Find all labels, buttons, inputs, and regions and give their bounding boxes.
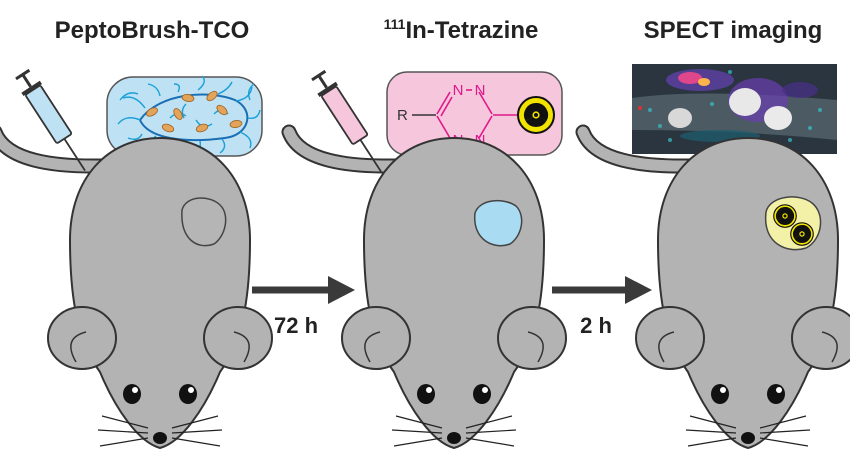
title-peptobrush-tco: PeptoBrush-TCO: [55, 17, 250, 44]
arrow-2h: [552, 276, 652, 304]
radiation-icon: [773, 204, 798, 228]
arrow-2h-label: 2 h: [580, 313, 612, 338]
tumor-icon: [764, 196, 822, 251]
tumor-icon: [474, 199, 523, 247]
nitrogen-label: N: [453, 82, 464, 99]
peptobrush-polymer-panel: [106, 75, 263, 157]
tetrazine-title-text: In-Tetrazine: [405, 17, 538, 44]
isotope-superscript: 111: [384, 16, 406, 32]
title-spect-imaging: SPECT imaging: [644, 17, 823, 44]
arrow-72h-label: 72 h: [274, 313, 318, 338]
tumor-icon: [181, 197, 227, 247]
radiation-icon: [790, 222, 815, 246]
radiation-icon: [517, 96, 555, 134]
arrow-72h: [252, 276, 355, 304]
mouse-icon: [0, 132, 272, 448]
tetrazine-ring: [412, 89, 520, 141]
r-group-label: R: [397, 107, 408, 124]
title-in-tetrazine: 111In-Tetrazine: [384, 16, 539, 44]
nitrogen-label: N: [475, 82, 486, 99]
